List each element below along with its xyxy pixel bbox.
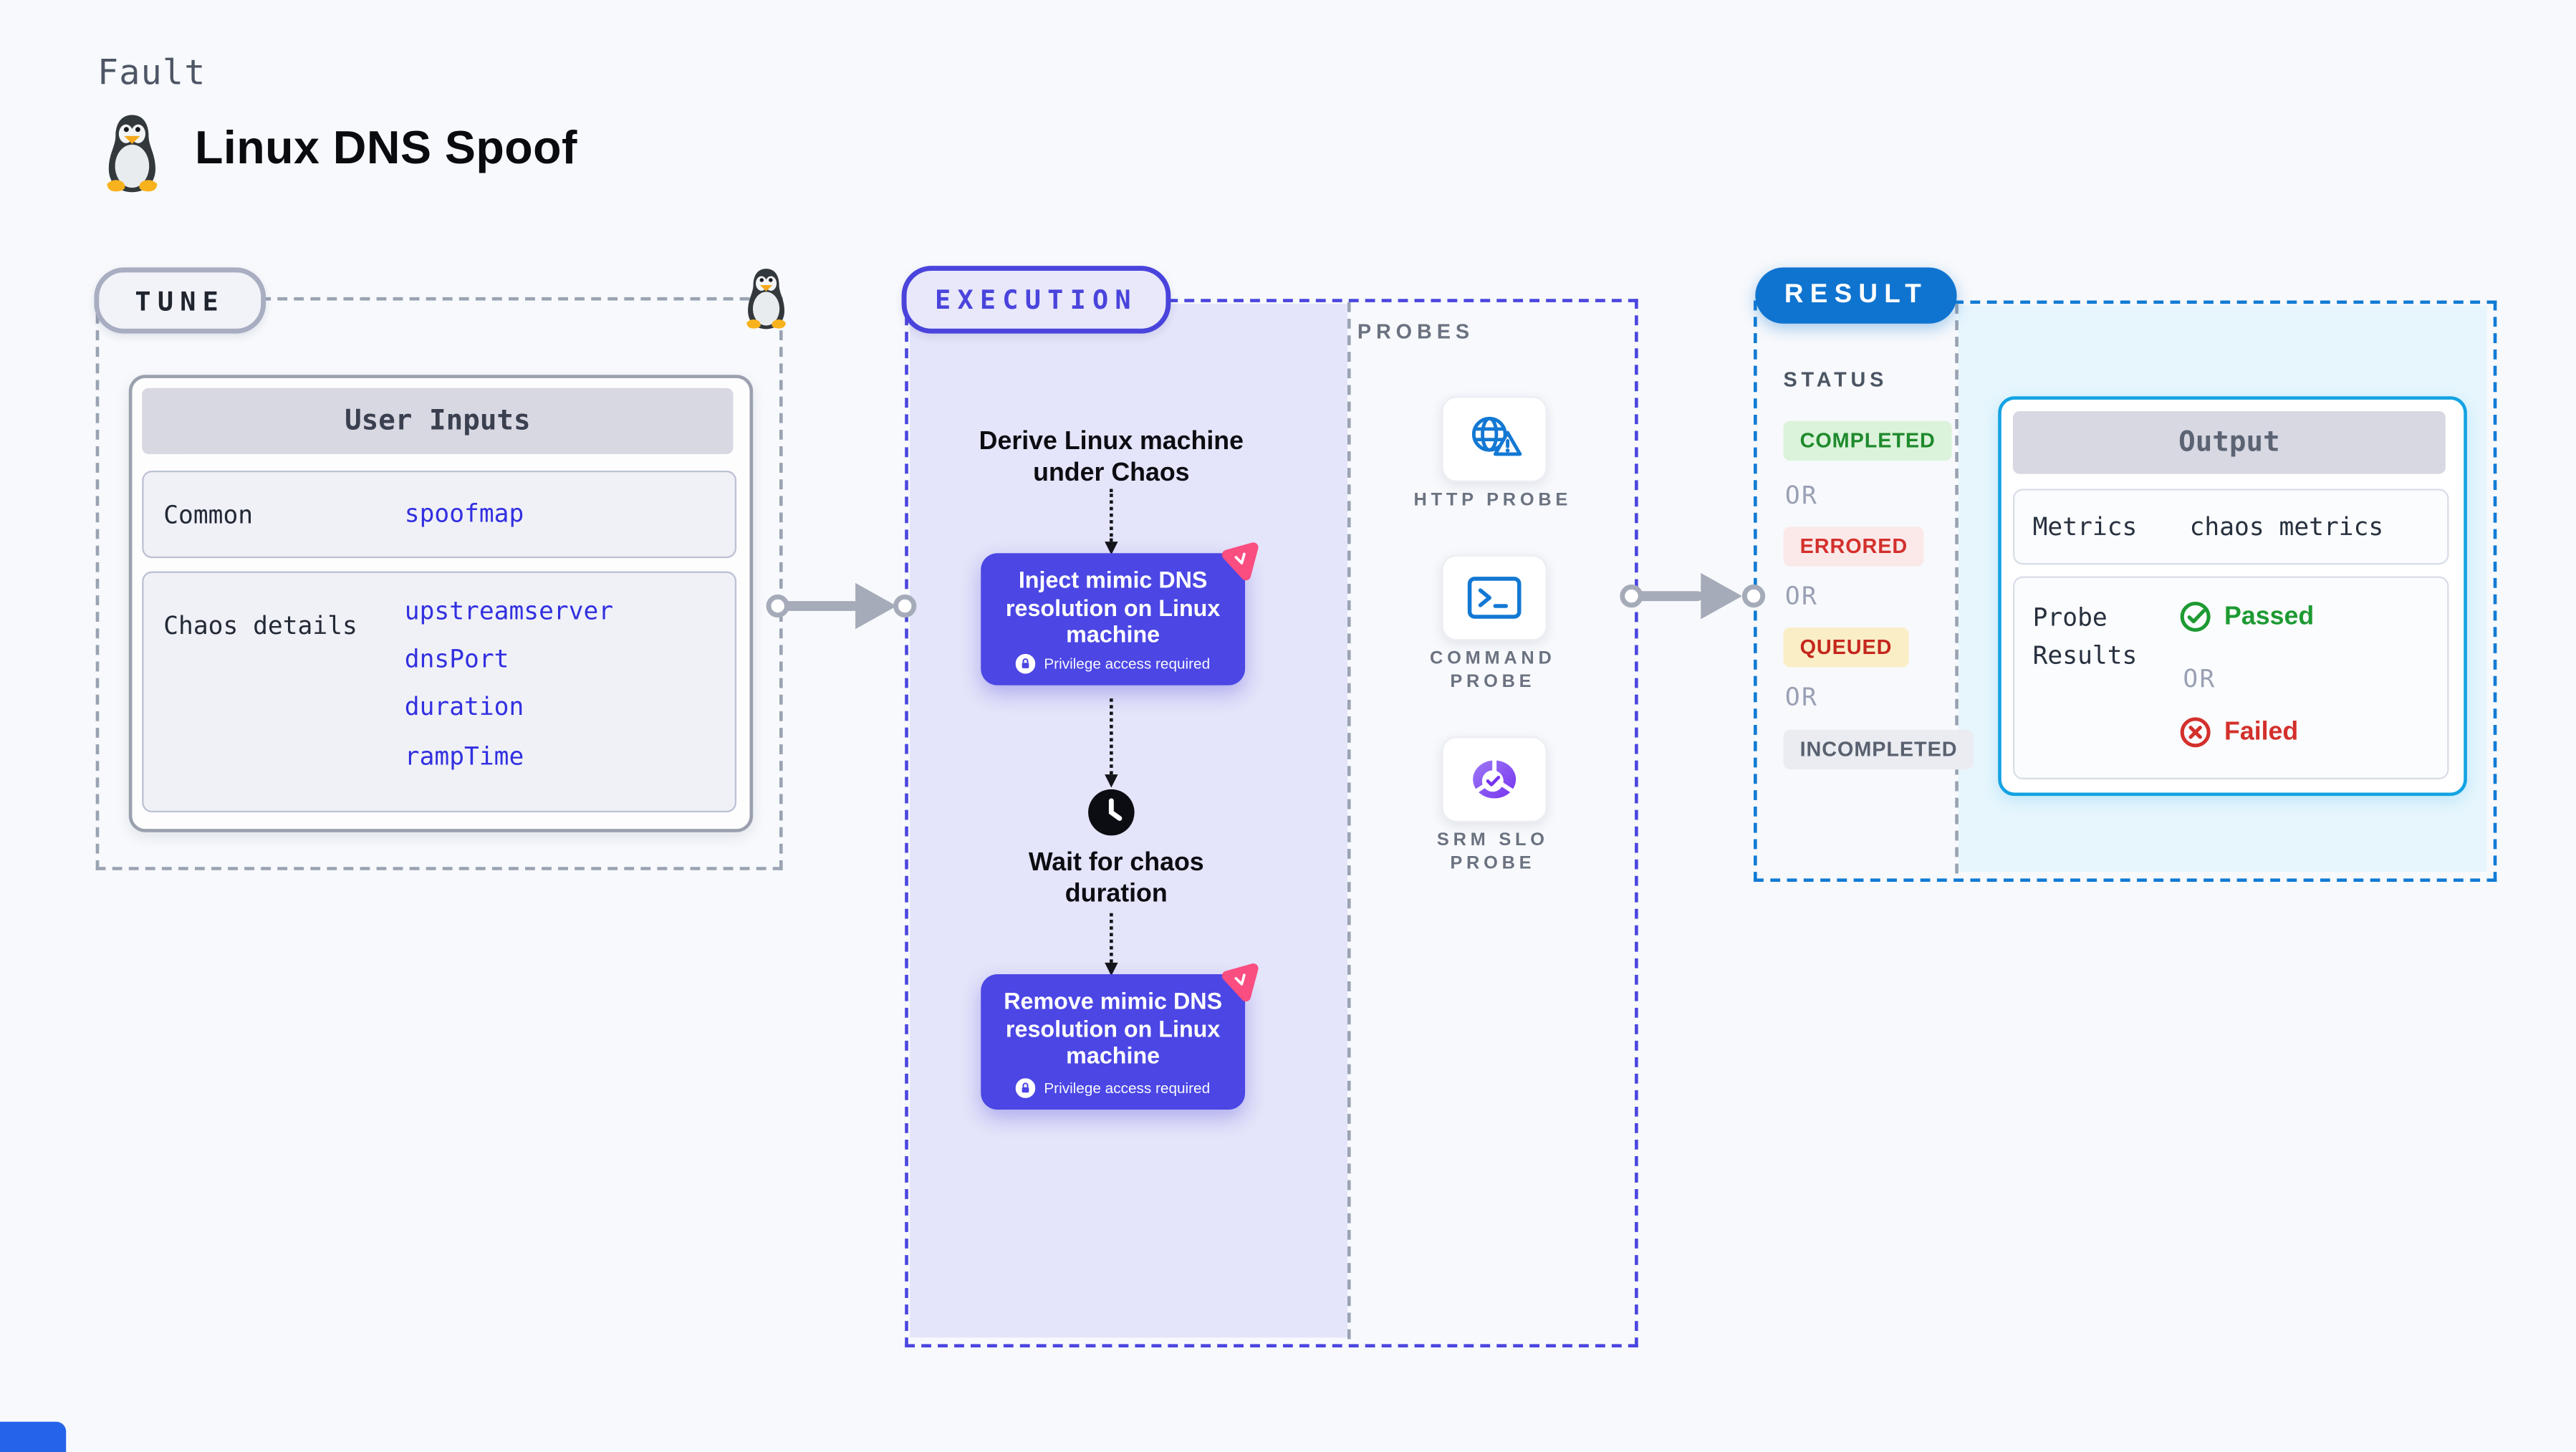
http-probe-label: HTTP PROBE <box>1413 490 1572 511</box>
remove-chaos-node[interactable]: Remove mimic DNS resolution on Linux mac… <box>981 974 1246 1110</box>
check-circle-icon <box>2180 601 2211 632</box>
row-label: Chaos details <box>163 610 357 641</box>
derive-step-label: Derive Linux machine under Chaos <box>979 428 1244 488</box>
tune-section-box <box>95 297 783 870</box>
failed-label: Failed <box>2224 717 2299 746</box>
result-badge: RESULT <box>1755 267 1957 324</box>
result-divider <box>1955 304 1959 874</box>
chaos-metrics-link[interactable]: chaos metrics <box>2189 511 2384 542</box>
status-completed-badge: COMPLETED <box>1783 420 1952 461</box>
lock-icon <box>1016 653 1036 674</box>
http-probe-card[interactable] <box>1441 396 1547 483</box>
srm-slo-probe-label: SRM SLO PROBE <box>1436 830 1549 873</box>
ramptime-link[interactable]: rampTime <box>404 741 524 771</box>
metrics-label: Metrics <box>2032 511 2138 542</box>
status-incompleted-badge: INCOMPLETED <box>1783 729 1974 770</box>
status-heading: STATUS <box>1783 368 1888 392</box>
x-circle-icon <box>2180 717 2211 748</box>
user-inputs-row-chaos-details: Chaos details upstreamserver dnsPort dur… <box>142 571 737 813</box>
status-queued-badge: QUEUED <box>1783 627 1909 668</box>
execution-section-box <box>905 299 1638 1347</box>
command-probe-card[interactable] <box>1441 554 1547 641</box>
terminal-icon <box>1467 577 1522 619</box>
probe-results-row: Probe Results Passed OR Failed <box>2012 576 2449 780</box>
or-separator: OR <box>1784 480 1819 511</box>
chaos-logo-icon <box>1221 542 1259 581</box>
remove-step-label: Remove mimic DNS resolution on Linux mac… <box>1004 987 1223 1069</box>
execution-badge: EXECUTION <box>901 266 1171 334</box>
wait-step-label: Wait for chaos duration <box>1028 848 1204 908</box>
page-title: Linux DNS Spoof <box>195 122 578 174</box>
output-header: Output <box>2012 410 2446 474</box>
partial-blue-button[interactable] <box>0 1421 67 1452</box>
upstreamserver-link[interactable]: upstreamserver <box>404 596 614 626</box>
user-inputs-row-common: Common spoofmap <box>142 470 737 559</box>
execution-probes-divider <box>1347 302 1351 1340</box>
globe-alert-icon <box>1471 416 1522 456</box>
row-label: Common <box>163 500 254 530</box>
linux-tux-icon <box>107 115 158 193</box>
lock-icon <box>1016 1078 1036 1098</box>
probe-results-label: Probe Results <box>2032 602 2138 670</box>
privilege-note: Privilege access required <box>1044 655 1211 673</box>
srm-slo-probe-card[interactable] <box>1441 736 1547 822</box>
flow-connector <box>1105 489 1118 555</box>
or-separator: OR <box>2183 663 2216 694</box>
privilege-note: Privilege access required <box>1044 1080 1211 1097</box>
or-separator: OR <box>1784 682 1819 712</box>
inject-step-label: Inject mimic DNS resolution on Linux mac… <box>1005 566 1221 648</box>
linux-tux-corner-icon <box>746 269 787 330</box>
dnsport-link[interactable]: dnsPort <box>404 644 509 674</box>
passed-label: Passed <box>2224 602 2315 630</box>
fault-kicker: Fault <box>97 52 206 93</box>
metrics-row: Metrics chaos metrics <box>2012 489 2449 565</box>
inject-chaos-node[interactable]: Inject mimic DNS resolution on Linux mac… <box>981 553 1246 686</box>
status-errored-badge: ERRORED <box>1783 527 1925 567</box>
probes-heading: PROBES <box>1357 320 1475 344</box>
duration-link[interactable]: duration <box>404 692 524 723</box>
tune-badge: TUNE <box>94 267 266 334</box>
user-inputs-header: User Inputs <box>142 388 734 454</box>
slo-donut-icon <box>1473 758 1517 799</box>
spoofmap-link[interactable]: spoofmap <box>404 499 524 529</box>
chaos-logo-icon <box>1221 963 1259 1002</box>
clock-icon <box>1088 789 1135 836</box>
flow-connector <box>1105 698 1118 788</box>
command-probe-label: COMMAND PROBE <box>1430 648 1556 691</box>
or-separator: OR <box>1784 581 1819 611</box>
flow-connector <box>1105 913 1118 976</box>
